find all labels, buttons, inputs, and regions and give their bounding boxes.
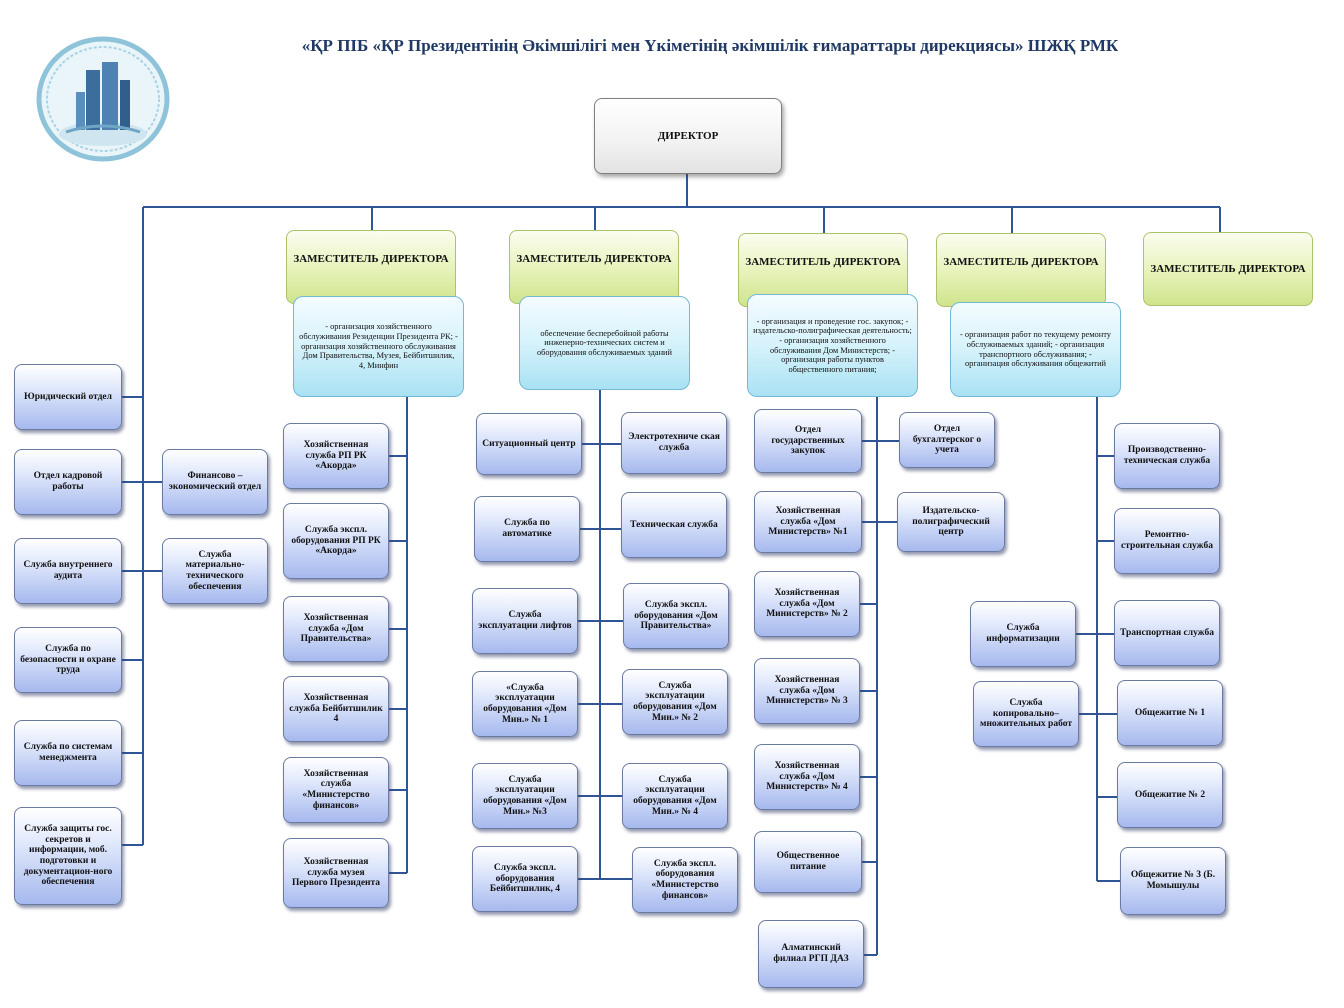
org-unit-box: Отдел бухгалтерског о учета — [899, 412, 995, 468]
org-unit-box: Служба копировально– множительных работ — [973, 681, 1079, 747]
org-unit-box: Хозяйственная служба «Дом Министерств» №… — [754, 658, 860, 724]
deputy-director-box: ЗАМЕСТИТЕЛЬ ДИРЕКТОРА — [936, 233, 1106, 307]
org-unit-box: Финансово – экономический отдел — [162, 449, 268, 515]
org-unit-box: Транспортная служба — [1114, 600, 1220, 666]
org-unit-box: Хозяйственная служба «Дом Министерств» №… — [754, 571, 860, 637]
org-unit-box: Служба экспл. оборудования Бейбитшилик, … — [472, 846, 578, 912]
org-unit-box: Служба по системам менеджмента — [14, 720, 122, 786]
deputy-director-box: ЗАМЕСТИТЕЛЬ ДИРЕКТОРА — [509, 230, 679, 304]
org-unit-box: Служба по безопасности и охране труда — [14, 627, 122, 693]
org-unit-box: Служба по автоматике — [474, 496, 580, 562]
org-unit-box: Служба экспл. оборудования «Дом Правител… — [623, 583, 729, 649]
deputy-director-box: ЗАМЕСТИТЕЛЬ ДИРЕКТОРА — [1143, 232, 1313, 306]
deputy-director-box: ЗАМЕСТИТЕЛЬ ДИРЕКТОРА — [286, 230, 456, 304]
org-unit-box: Хозяйственная служба «Дом Министерств» №… — [754, 491, 862, 553]
org-unit-box: Общежитие № 1 — [1117, 680, 1223, 746]
org-unit-box: Электротехниче ская служба — [621, 412, 727, 474]
org-unit-box: Общежитие № 3 (Б. Момышулы — [1120, 847, 1226, 915]
deputy-responsibilities: - организация и проведение гос. закупок;… — [747, 294, 918, 397]
deputy-responsibilities: - организация работ по текущему ремонту … — [950, 302, 1121, 397]
org-unit-box: Ремонтно-строительная служба — [1114, 508, 1220, 574]
org-unit-box: Общежитие № 2 — [1117, 762, 1223, 828]
org-unit-box: Служба экспл. оборудования «Министерство… — [632, 847, 738, 913]
org-unit-box: Ситуационный центр — [476, 413, 582, 475]
org-unit-box: Хозяйственная служба РП РК «Акорда» — [283, 423, 389, 489]
deputy-responsibilities: обеспечение бесперебойной работы инженер… — [519, 296, 690, 390]
org-unit-box: Техническая служба — [621, 492, 727, 558]
org-unit-box: Производственно-техническая служба — [1114, 423, 1220, 489]
org-unit-box: Служба эксплуатации лифтов — [472, 588, 578, 654]
page-title: «ҚР ПІБ «ҚР Президентінің Әкімшілігі мен… — [301, 36, 1119, 55]
org-unit-box: Алматинский филиал РГП ДАЗ — [758, 920, 864, 988]
deputy-responsibilities: - организация хозяйственного обслуживани… — [293, 296, 464, 397]
org-unit-box: Общественное питание — [754, 831, 862, 893]
org-unit-box: Хозяйственная служба Бейбитшилик 4 — [283, 676, 389, 742]
org-unit-box: Служба информатизации — [970, 601, 1076, 667]
org-unit-box: Отдел государственных закупок — [754, 409, 862, 473]
org-unit-box: Служба материально-технического обеспече… — [162, 538, 268, 604]
org-unit-box: Хозяйственная служба музея Первого Прези… — [283, 838, 389, 908]
org-unit-box: Хозяйственная служба «Министерство финан… — [283, 757, 389, 823]
org-unit-box: Служба экспл. оборудования РП РК «Акорда… — [283, 503, 389, 579]
org-unit-box: Служба внутреннего аудита — [14, 538, 122, 604]
building-emblem-icon — [36, 36, 170, 162]
org-unit-box: Отдел кадровой работы — [14, 449, 122, 515]
org-unit-box: Хозяйственная служба «Дом Министерств» №… — [754, 744, 860, 810]
org-unit-box: Служба эксплуатации оборудования «Дом Ми… — [472, 763, 578, 829]
director-box: ДИРЕКТОР — [594, 98, 782, 174]
org-unit-box: Хозяйственная служба «Дом Правительства» — [283, 596, 389, 662]
org-unit-box: Служба эксплуатации оборудования «Дом Ми… — [622, 763, 728, 829]
org-unit-box: «Служба эксплуатации оборудования «Дом М… — [472, 671, 578, 737]
org-unit-box: Служба эксплуатации оборудования «Дом Ми… — [622, 669, 728, 735]
org-unit-box: Служба защиты гос. секретов и информации… — [14, 807, 122, 905]
org-unit-box: Юридический отдел — [14, 364, 122, 430]
org-unit-box: Издательско-полиграфический центр — [897, 492, 1005, 552]
